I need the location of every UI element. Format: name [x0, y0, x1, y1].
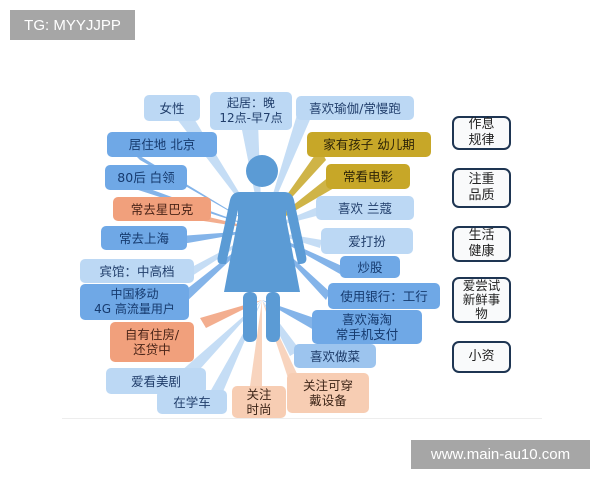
- tag-lancome: 喜欢 兰蔻: [316, 196, 414, 220]
- watermark-bottom: www.main-au10.com: [411, 440, 590, 469]
- tag-movies: 常看电影: [326, 164, 410, 189]
- tag-hotel: 宾馆：中高档: [80, 259, 194, 283]
- divider-line: [62, 418, 542, 419]
- tag-driving-lessons: 在学车: [157, 390, 227, 414]
- tag-stocks: 炒股: [340, 256, 400, 278]
- tag-age-occupation: 80后 白领: [105, 165, 187, 190]
- tag-dressup: 爱打扮: [321, 228, 413, 254]
- category-quality-focused: 注重 品质: [452, 168, 511, 208]
- tag-sleep-schedule: 起居：晚 12点-早7点: [210, 92, 292, 130]
- tag-children: 家有孩子 幼儿期: [307, 132, 431, 157]
- tag-cooking: 喜欢做菜: [294, 344, 376, 368]
- tag-mobile-carrier: 中国移动 4G 高流量用户: [80, 284, 189, 320]
- tag-bank: 使用银行：工行: [328, 283, 440, 309]
- category-novelty-seeker: 爱尝试 新鲜事 物: [452, 277, 511, 323]
- tag-housing: 自有住房/ 还贷中: [110, 322, 194, 362]
- category-regular-routine: 作息 规律: [452, 116, 511, 150]
- category-petty-bourgeois: 小资: [452, 341, 511, 373]
- watermark-top: TG: MYYJJPP: [10, 10, 135, 40]
- tag-us-dramas: 爱看美剧: [106, 368, 206, 394]
- tag-wearables: 关注可穿 戴设备: [287, 373, 369, 413]
- tag-starbucks: 常去星巴克: [113, 197, 211, 221]
- tag-haitao-mobile-pay: 喜欢海淘 常手机支付: [312, 310, 422, 344]
- tag-yoga-jogging: 喜欢瑜伽/常慢跑: [296, 96, 414, 120]
- tag-gender: 女性: [144, 95, 200, 121]
- tag-residence: 居住地 北京: [107, 132, 217, 157]
- woman-figure-icon: [217, 155, 307, 342]
- tag-fashion: 关注 时尚: [232, 386, 286, 418]
- tag-shanghai: 常去上海: [101, 226, 187, 250]
- category-healthy-living: 生活 健康: [452, 226, 511, 262]
